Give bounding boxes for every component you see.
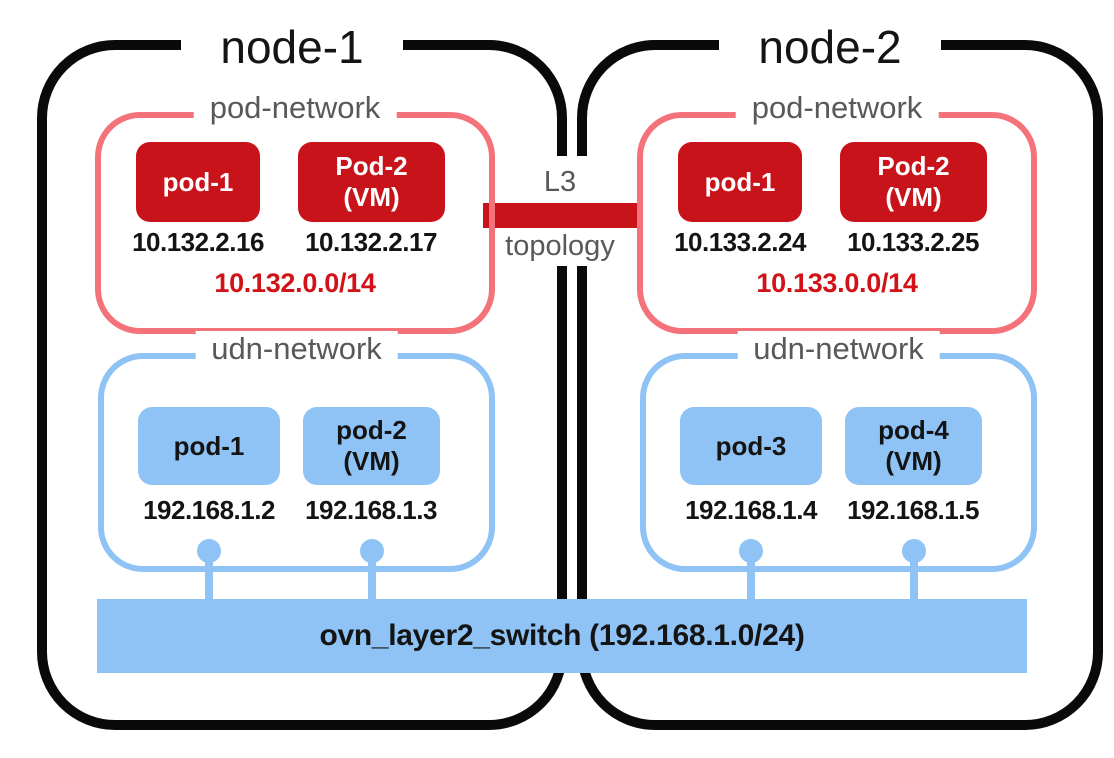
pod-sublabel: (VM) bbox=[343, 182, 400, 212]
connector-dot bbox=[902, 539, 926, 563]
pod-sublabel: (VM) bbox=[885, 182, 942, 212]
node-2-pod-network-box: pod-network pod-1 Pod-2 (VM) 10.133.2.24… bbox=[637, 90, 1037, 334]
pod-label: pod-1 bbox=[173, 430, 245, 461]
pod-ip: 192.168.1.5 bbox=[847, 495, 979, 525]
node-1-pod-network-pod-1: pod-1 bbox=[136, 142, 260, 222]
ovn-layer2-switch-bar: ovn_layer2_switch (192.168.1.0/24) bbox=[97, 599, 1027, 673]
pod-ip: 10.132.2.16 bbox=[132, 227, 264, 257]
pod-label: Pod-2 bbox=[335, 151, 408, 181]
node-1-pod-network-box: pod-network pod-1 Pod-2 (VM) 10.132.2.16… bbox=[95, 90, 495, 334]
node-2-pod-network-pod-2: Pod-2 (VM) bbox=[840, 142, 987, 222]
l3-label: L3 bbox=[543, 166, 577, 198]
pod-sublabel: (VM) bbox=[343, 446, 400, 476]
pod-ip: 10.132.2.17 bbox=[305, 227, 437, 257]
connector-dot bbox=[197, 539, 221, 563]
node-1-title: node-1 bbox=[181, 18, 403, 76]
node-2-udn-network-box: udn-network pod-3 pod-4 (VM) 192.168.1.4… bbox=[640, 331, 1037, 572]
pod-label: pod-4 bbox=[878, 415, 949, 445]
node-2-pod-network-pod-1: pod-1 bbox=[678, 142, 802, 222]
node-1-udn-network-pod-2: pod-2 (VM) bbox=[303, 407, 440, 485]
node-2-title: node-2 bbox=[719, 18, 941, 76]
connector-dot bbox=[739, 539, 763, 563]
pod-label: pod-1 bbox=[162, 166, 234, 197]
node-1-udn-network-pod-1: pod-1 bbox=[138, 407, 280, 485]
pod-label: pod-2 bbox=[336, 415, 407, 445]
connector-dot bbox=[360, 539, 384, 563]
pod-ip: 192.168.1.4 bbox=[685, 495, 817, 525]
pod-ip: 192.168.1.3 bbox=[305, 495, 437, 525]
node-2-pod-network-title: pod-network bbox=[735, 90, 939, 126]
pod-sublabel: (VM) bbox=[885, 446, 942, 476]
connector-stem bbox=[747, 551, 755, 600]
connector-stem bbox=[205, 551, 213, 600]
node-2-udn-network-pod-3: pod-3 bbox=[680, 407, 822, 485]
pod-ip: 192.168.1.2 bbox=[143, 495, 275, 525]
node-1-pod-network-subnet: 10.132.0.0/14 bbox=[214, 268, 376, 298]
pod-label: Pod-2 bbox=[877, 151, 950, 181]
pod-label: pod-3 bbox=[715, 430, 787, 461]
pod-label: pod-1 bbox=[704, 166, 776, 197]
node-1-pod-network-title: pod-network bbox=[193, 90, 397, 126]
node-1-udn-network-title: udn-network bbox=[195, 331, 398, 367]
connector-stem bbox=[368, 551, 376, 600]
node-2-udn-network-title: udn-network bbox=[737, 331, 940, 367]
pod-ip: 10.133.2.25 bbox=[847, 227, 979, 257]
node-1-udn-network-box: udn-network pod-1 pod-2 (VM) 192.168.1.2… bbox=[98, 331, 495, 572]
node-2-pod-network-subnet: 10.133.0.0/14 bbox=[756, 268, 918, 298]
l3-connector-bar bbox=[483, 203, 637, 228]
node-2-udn-network-pod-4: pod-4 (VM) bbox=[845, 407, 982, 485]
topology-label: topology bbox=[505, 230, 615, 262]
connector-stem bbox=[910, 551, 918, 600]
pod-ip: 10.133.2.24 bbox=[674, 227, 806, 257]
node-1-pod-network-pod-2: Pod-2 (VM) bbox=[298, 142, 445, 222]
